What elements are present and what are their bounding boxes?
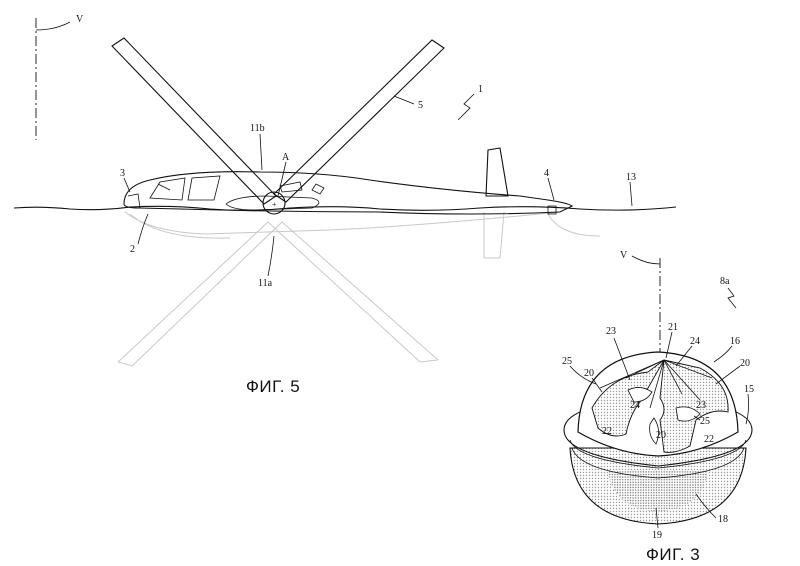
ref-23b: 23 <box>696 400 706 411</box>
ref-hub-top: 11b <box>250 123 265 134</box>
caption-fig-3: ФИГ. 3 <box>646 545 700 564</box>
rotor-hub <box>262 191 286 215</box>
ref-19: 19 <box>652 530 662 541</box>
dome-seams <box>599 359 713 409</box>
ref-axis-v-fig3: V <box>620 250 628 261</box>
ref-24b: 24 <box>630 400 640 411</box>
aircraft-fuselage <box>123 147 574 215</box>
rotor-blade-left <box>111 37 277 205</box>
ref-assembly: 8a <box>720 276 730 287</box>
water-surface <box>13 205 677 211</box>
ref-20c: 20 <box>656 430 666 441</box>
svg-text:+: + <box>272 200 277 209</box>
ref-20b: 20 <box>740 358 750 369</box>
collar-ring <box>563 429 753 467</box>
ref-tail: 4 <box>544 168 549 179</box>
submerged-reflection <box>117 211 601 367</box>
rotor-blade-right <box>273 39 445 203</box>
ref-22b: 22 <box>704 434 714 445</box>
ref-aircraft: 1 <box>478 84 483 95</box>
ref-hub-bottom: 11a <box>258 278 273 289</box>
figure-5: V <box>13 14 677 396</box>
axis-v-leader <box>35 21 71 31</box>
ref-nose: 3 <box>120 168 125 179</box>
petal-right <box>659 359 729 453</box>
ref-18: 18 <box>718 514 728 525</box>
figure-3: V 8a 21 23 24 <box>562 250 754 564</box>
ref-waterline: 13 <box>626 172 636 183</box>
ref-point-a: A <box>282 152 290 163</box>
ref-25a: 25 <box>562 356 572 367</box>
ref-16: 16 <box>730 336 740 347</box>
tail-fin <box>485 147 509 197</box>
ref-20a: 20 <box>584 368 594 379</box>
ref-23a: 23 <box>606 326 616 337</box>
ref-rotor-blade: 5 <box>418 100 423 111</box>
caption-fig-5: ФИГ. 5 <box>246 377 300 396</box>
ref-25b: 25 <box>700 416 710 427</box>
ref-float: 2 <box>130 244 135 255</box>
ref-24a: 24 <box>690 336 700 347</box>
ref-axis-v: V <box>76 14 84 25</box>
rotor-blades <box>111 37 445 205</box>
ref-15: 15 <box>744 384 754 395</box>
petal-left <box>591 359 665 437</box>
ref-22a: 22 <box>602 426 612 437</box>
ref-21: 21 <box>668 322 678 333</box>
